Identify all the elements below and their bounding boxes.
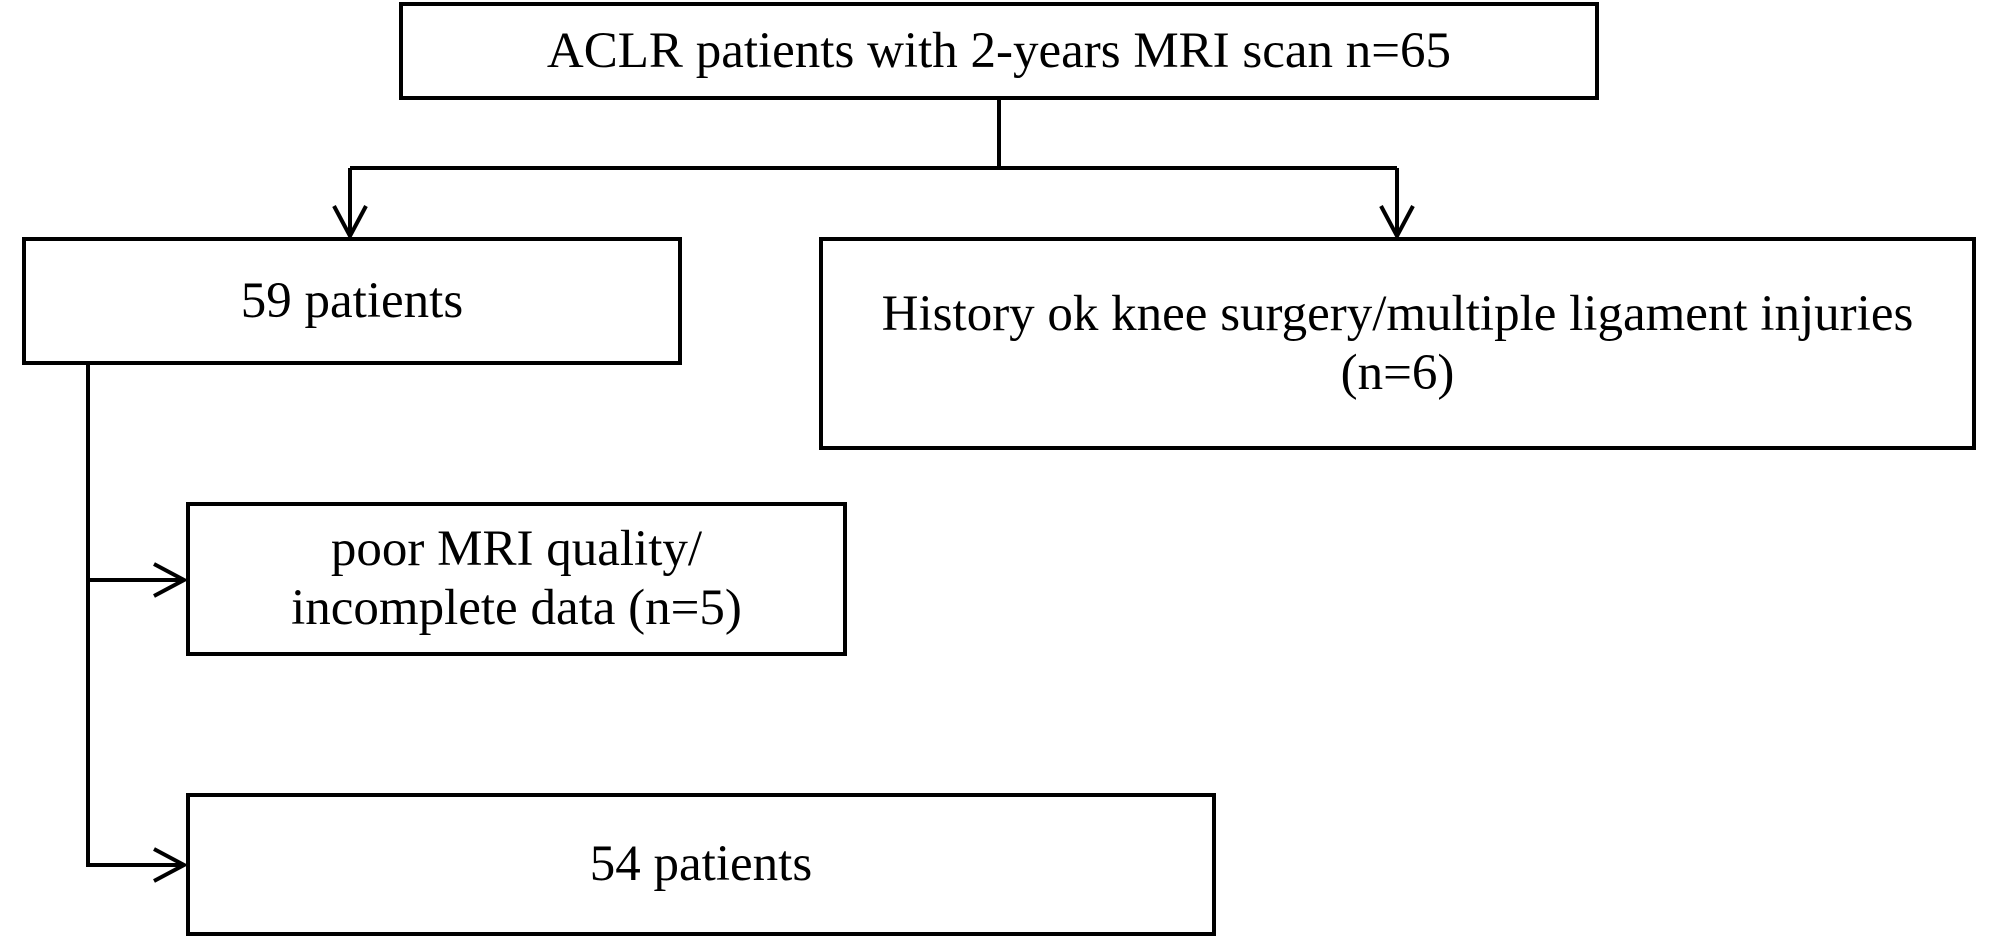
excluded-quality-line-2: incomplete data (n=5)	[291, 580, 742, 636]
arrowhead-left-branch	[332, 205, 368, 241]
arrowhead-to-final	[153, 847, 189, 883]
final-patients-label: 54 patients	[589, 836, 813, 893]
excluded-quality-line-1: poor MRI quality/	[330, 521, 703, 578]
excluded-history-line-2: (n=6)	[1340, 344, 1455, 401]
box-final-patients: 54 patients	[186, 793, 1216, 936]
start-cohort-label: ACLR patients with 2-years MRI scan n=65	[546, 22, 1452, 79]
included-patients-label: 59 patients	[240, 272, 464, 329]
box-excluded-history: History ok knee surgery/multiple ligamen…	[819, 237, 1976, 450]
arrowhead-to-quality	[153, 562, 189, 598]
box-excluded-quality: poor MRI quality/ incomplete data (n=5)	[186, 502, 847, 656]
box-included-patients: 59 patients	[22, 237, 682, 365]
excluded-history-line-1: History ok knee surgery/multiple ligamen…	[881, 285, 1914, 342]
box-start-cohort: ACLR patients with 2-years MRI scan n=65	[399, 2, 1599, 100]
arrowhead-right-branch	[1379, 205, 1415, 241]
